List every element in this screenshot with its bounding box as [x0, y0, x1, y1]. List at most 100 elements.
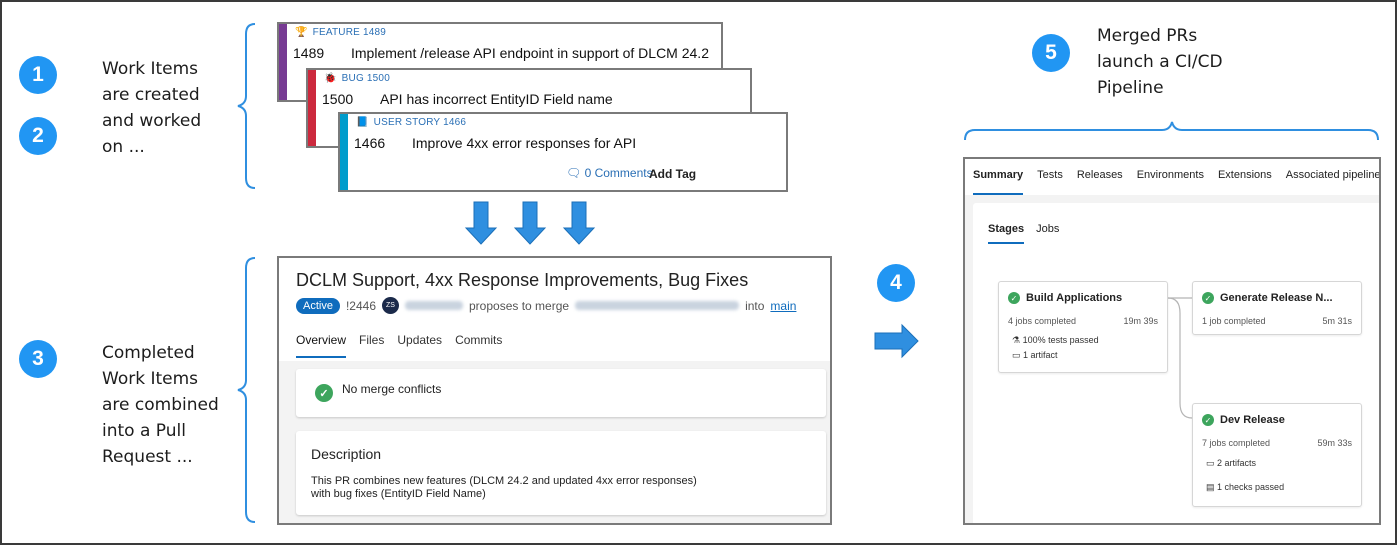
merge-status-card: ✓ No merge conflicts [296, 369, 826, 417]
stage-duration: 5m 31s [1322, 316, 1352, 326]
pr-meta: Active !2446 ZS proposes to merge into m… [296, 297, 796, 314]
down-arrow-3 [562, 201, 596, 245]
stage-jobs: 4 jobs completed [1008, 316, 1077, 326]
add-tag-button[interactable]: Add Tag [649, 167, 697, 181]
comment-icon: 🗨 [566, 166, 582, 180]
success-icon: ✓ [1202, 292, 1214, 304]
stage-build-applications[interactable]: ✓ Build Applications 4 jobs completed 19… [998, 281, 1168, 373]
down-arrow-1 [464, 201, 498, 245]
step-2-circle: 2 [19, 117, 57, 155]
description-line-2: with bug fixes (EntityID Field Name) [311, 488, 486, 500]
tab-overview[interactable]: Overview [296, 333, 347, 358]
artifact-icon: ▭ [1012, 350, 1021, 360]
story-title[interactable]: Improve 4xx error responses for API [412, 135, 637, 151]
story-type-text: USER STORY 1466 [373, 117, 467, 128]
bug-type-text: BUG 1500 [341, 73, 390, 84]
proposes-text: proposes to merge [469, 298, 570, 313]
tests-row: ⚗ 100% tests passed [1012, 335, 1099, 346]
stages-sub-tabs: Stages Jobs [988, 223, 1059, 244]
success-icon: ✓ [1202, 414, 1214, 426]
artifacts-row: ▭ 1 artifact [1012, 350, 1058, 361]
feature-type-text: FEATURE 1489 [312, 27, 387, 38]
pipeline-brace [964, 121, 1379, 141]
pull-request-caption: Completed Work Items are combined into a… [102, 343, 219, 467]
feature-id: 1489 [293, 45, 325, 61]
comments-count: 0 Comments [584, 166, 653, 180]
pr-header [279, 258, 830, 361]
tab-associated-pipelines[interactable]: Associated pipelines [1285, 169, 1381, 181]
tab-updates[interactable]: Updates [397, 333, 443, 347]
bug-color-stripe [308, 70, 316, 146]
tab-files[interactable]: Files [359, 333, 385, 347]
pull-request-panel: DCLM Support, 4xx Response Improvements,… [277, 256, 832, 525]
check-circle-icon: ✓ [315, 384, 333, 402]
tab-summary[interactable]: Summary [973, 169, 1024, 195]
artifacts-text: 1 artifact [1023, 350, 1058, 360]
pr-tabs: Overview Files Updates Commits [296, 333, 502, 358]
step-5-circle: 5 [1032, 34, 1070, 72]
pull-request-brace [237, 257, 256, 523]
tests-text: 100% tests passed [1022, 335, 1099, 345]
stage-name: Build Applications [1026, 292, 1123, 304]
status-badge: Active [296, 297, 340, 314]
bug-type-label: 🐞 BUG 1500 [324, 73, 390, 84]
story-type-label: 📘 USER STORY 1466 [356, 117, 466, 128]
feature-color-stripe [279, 24, 287, 100]
stage-name: Dev Release [1220, 414, 1285, 426]
feature-type-label: 🏆 FEATURE 1489 [295, 27, 386, 38]
tab-commits[interactable]: Commits [455, 333, 503, 347]
comments-link[interactable]: 🗨 0 Comments [566, 166, 653, 180]
author-name-redacted [405, 301, 463, 310]
stage-generate-release-notes[interactable]: ✓ Generate Release N... 1 job completed … [1192, 281, 1362, 335]
bug-title[interactable]: API has incorrect EntityID Field name [380, 91, 613, 107]
pipeline-tabs: Summary Tests Releases Environments Exte… [965, 159, 1379, 195]
feature-title[interactable]: Implement /release API endpoint in suppo… [351, 45, 709, 61]
work-item-story-card[interactable]: 📘 USER STORY 1466 1466 Improve 4xx error… [338, 112, 788, 192]
bug-id: 1500 [322, 91, 354, 107]
work-items-caption: Work Items are created and worked on ... [102, 59, 202, 157]
artifact-icon: ▭ [1206, 458, 1215, 468]
pr-title: DCLM Support, 4xx Response Improvements,… [296, 270, 749, 290]
stages-view: Stages Jobs ✓ Build Applications 4 jobs … [973, 203, 1379, 523]
source-branch-redacted [575, 301, 740, 310]
tab-environments[interactable]: Environments [1136, 169, 1204, 181]
pipeline-panel: Summary Tests Releases Environments Exte… [963, 157, 1381, 525]
tab-jobs[interactable]: Jobs [1036, 223, 1060, 235]
stage-jobs: 1 job completed [1202, 316, 1266, 326]
down-arrow-2 [513, 201, 547, 245]
checks-row: ▤ 1 checks passed [1206, 482, 1284, 493]
work-items-brace [237, 23, 256, 189]
stage-dev-release[interactable]: ✓ Dev Release 7 jobs completed 59m 33s ▭… [1192, 403, 1362, 507]
step-3-circle: 3 [19, 340, 57, 378]
tab-releases[interactable]: Releases [1076, 169, 1123, 181]
stage-duration: 19m 39s [1123, 316, 1158, 326]
success-icon: ✓ [1008, 292, 1020, 304]
merge-status-text: No merge conflicts [342, 382, 442, 396]
step-1-circle: 1 [19, 56, 57, 94]
stage-jobs: 7 jobs completed [1202, 438, 1271, 448]
pr-id: !2446 [345, 298, 376, 313]
into-text: into [745, 298, 765, 313]
stage-name: Generate Release N... [1220, 292, 1333, 304]
description-line-1: This PR combines new features (DLCM 24.2… [311, 475, 697, 487]
bug-icon: 🐞 [324, 73, 337, 84]
tab-tests[interactable]: Tests [1037, 169, 1063, 181]
artifacts-row: ▭ 2 artifacts [1206, 458, 1256, 469]
story-id: 1466 [354, 135, 386, 151]
avatar: ZS [382, 297, 399, 314]
book-icon: 📘 [356, 117, 369, 128]
checks-text: 1 checks passed [1217, 482, 1285, 492]
description-heading: Description [311, 446, 382, 462]
description-card: Description This PR combines new feature… [296, 431, 826, 515]
stage-duration: 59m 33s [1317, 438, 1352, 448]
right-arrow [874, 323, 919, 359]
tab-extensions[interactable]: Extensions [1217, 169, 1272, 181]
tab-stages[interactable]: Stages [988, 223, 1025, 244]
stage-connectors [1167, 297, 1193, 419]
target-branch-link[interactable]: main [770, 298, 797, 313]
artifacts-text: 2 artifacts [1217, 458, 1257, 468]
trophy-icon: 🏆 [295, 27, 308, 38]
checklist-icon: ▤ [1206, 482, 1215, 492]
